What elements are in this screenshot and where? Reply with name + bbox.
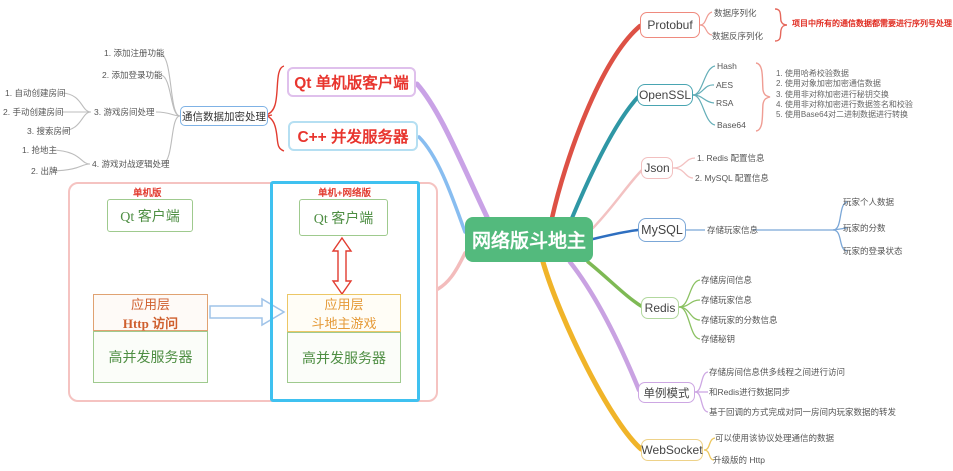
feature-item[interactable]: 3. 游戏房间处理 xyxy=(94,107,155,117)
node-json-label: Json xyxy=(644,161,670,175)
json-item[interactable]: 1. Redis 配置信息 xyxy=(697,153,765,163)
battle-item[interactable]: 1. 抢地主 xyxy=(22,145,57,155)
flow-network-caption: 单机+网络版 xyxy=(318,188,372,199)
node-encrypt[interactable]: 通信数据加密处理 xyxy=(180,106,268,126)
feature-item[interactable]: 1. 添加注册功能 xyxy=(104,48,165,58)
branch-curve-websocket xyxy=(540,259,644,452)
protobuf-item[interactable]: 数据序列化 xyxy=(714,8,757,18)
center-topic-label: 网络版斗地主 xyxy=(471,231,586,252)
branch-curve-qt-client xyxy=(414,81,490,220)
openssl-note-brace xyxy=(755,62,771,132)
node-openssl-label: OpenSSL xyxy=(638,88,692,102)
flow-client-network: Qt 客户端 xyxy=(299,199,388,236)
openssl-item[interactable]: AES xyxy=(716,80,734,90)
flow-server-network: 高并发服务器 xyxy=(287,332,401,383)
node-openssl[interactable]: OpenSSL xyxy=(637,84,693,106)
openssl-item[interactable]: Base64 xyxy=(717,120,746,130)
node-websocket[interactable]: WebSocket xyxy=(641,439,703,461)
websocket-item[interactable]: 升级版的 Http xyxy=(713,455,765,465)
openssl-notes: 1. 使用哈希校验数据 2. 使用对象加密加密通信数据 3. 使用非对称加密进行… xyxy=(776,69,913,120)
flow-standalone-caption: 单机版 xyxy=(133,188,162,199)
node-json[interactable]: Json xyxy=(641,157,673,179)
room-item[interactable]: 1. 自动创建房间 xyxy=(5,88,66,98)
mysql-item[interactable]: 玩家的分数 xyxy=(843,223,886,233)
branch-curve-singleton xyxy=(567,259,642,393)
node-cpp-server[interactable]: C++ 并发服务器 xyxy=(288,121,418,151)
openssl-item[interactable]: Hash xyxy=(717,61,737,71)
redis-item[interactable]: 存储房间信息 xyxy=(701,275,753,285)
node-qt-client-label: Qt 单机版客户端 xyxy=(294,75,409,92)
node-websocket-label: WebSocket xyxy=(641,443,703,457)
mysql-item[interactable]: 玩家个人数据 xyxy=(843,197,895,207)
flow-network-box xyxy=(270,181,420,402)
singleton-item[interactable]: 基于回调的方式完成对同一房间内玩家数据的转发 xyxy=(709,407,897,417)
room-item[interactable]: 3. 搜索房间 xyxy=(27,126,71,136)
openssl-item[interactable]: RSA xyxy=(716,98,734,108)
flow-client-standalone: Qt 客户端 xyxy=(107,199,193,232)
flow-server-standalone: 高并发服务器 xyxy=(93,331,208,383)
battle-item[interactable]: 2. 出牌 xyxy=(31,166,58,176)
center-topic[interactable]: 网络版斗地主 xyxy=(465,217,593,262)
node-encrypt-label: 通信数据加密处理 xyxy=(182,110,266,123)
branch-curve-flow xyxy=(436,251,467,291)
flow-app-standalone: 应用层 Http 访问 xyxy=(93,294,208,331)
singleton-item[interactable]: 和Redis进行数据同步 xyxy=(709,387,791,397)
node-qt-client[interactable]: Qt 单机版客户端 xyxy=(287,67,416,97)
branch-curve-redis xyxy=(586,260,643,308)
mysql-summary[interactable]: 存储玩家信息 xyxy=(707,225,759,235)
node-mysql-label: MySQL xyxy=(641,223,683,237)
node-protobuf-label: Protobuf xyxy=(647,18,693,32)
singleton-item[interactable]: 存储房间信息供多线程之间进行访问 xyxy=(709,367,846,377)
protobuf-note: 项目中所有的通信数据都需要进行序列号处理 xyxy=(792,19,952,28)
node-singleton[interactable]: 单例模式 xyxy=(638,382,695,403)
redis-item[interactable]: 存储玩家信息 xyxy=(701,295,753,305)
node-protobuf[interactable]: Protobuf xyxy=(640,12,700,38)
node-redis-label: Redis xyxy=(644,301,676,315)
flow-app-network: 应用层 斗地主游戏 xyxy=(287,294,401,332)
flow-outer-box xyxy=(68,182,438,402)
mysql-item[interactable]: 玩家的登录状态 xyxy=(843,246,903,256)
redis-item[interactable]: 存储秘钥 xyxy=(701,334,736,344)
branch-curve-protobuf xyxy=(549,23,643,221)
protobuf-note-brace xyxy=(774,8,788,42)
protobuf-item[interactable]: 数据反序列化 xyxy=(712,31,764,41)
node-singleton-label: 单例模式 xyxy=(643,387,690,400)
redis-item[interactable]: 存储玩家的分数信息 xyxy=(701,315,778,325)
websocket-item[interactable]: 可以使用该协议处理通信的数据 xyxy=(715,433,835,443)
node-redis[interactable]: Redis xyxy=(641,297,679,319)
encrypt-brace xyxy=(264,65,285,152)
node-mysql[interactable]: MySQL xyxy=(638,218,686,242)
feature-item[interactable]: 4. 游戏对战逻辑处理 xyxy=(92,159,170,169)
branch-curve-json xyxy=(591,168,644,230)
room-item[interactable]: 2. 手动创建房间 xyxy=(3,107,64,117)
http-flow-arrow xyxy=(209,297,286,327)
branch-curve-openssl xyxy=(570,95,640,220)
feature-item[interactable]: 2. 添加登录功能 xyxy=(102,70,163,80)
json-item[interactable]: 2. MySQL 配置信息 xyxy=(695,173,769,183)
branch-curve-cpp-server xyxy=(417,135,467,234)
branch-curve-mysql xyxy=(591,228,640,241)
node-cpp-server-label: C++ 并发服务器 xyxy=(297,129,409,146)
